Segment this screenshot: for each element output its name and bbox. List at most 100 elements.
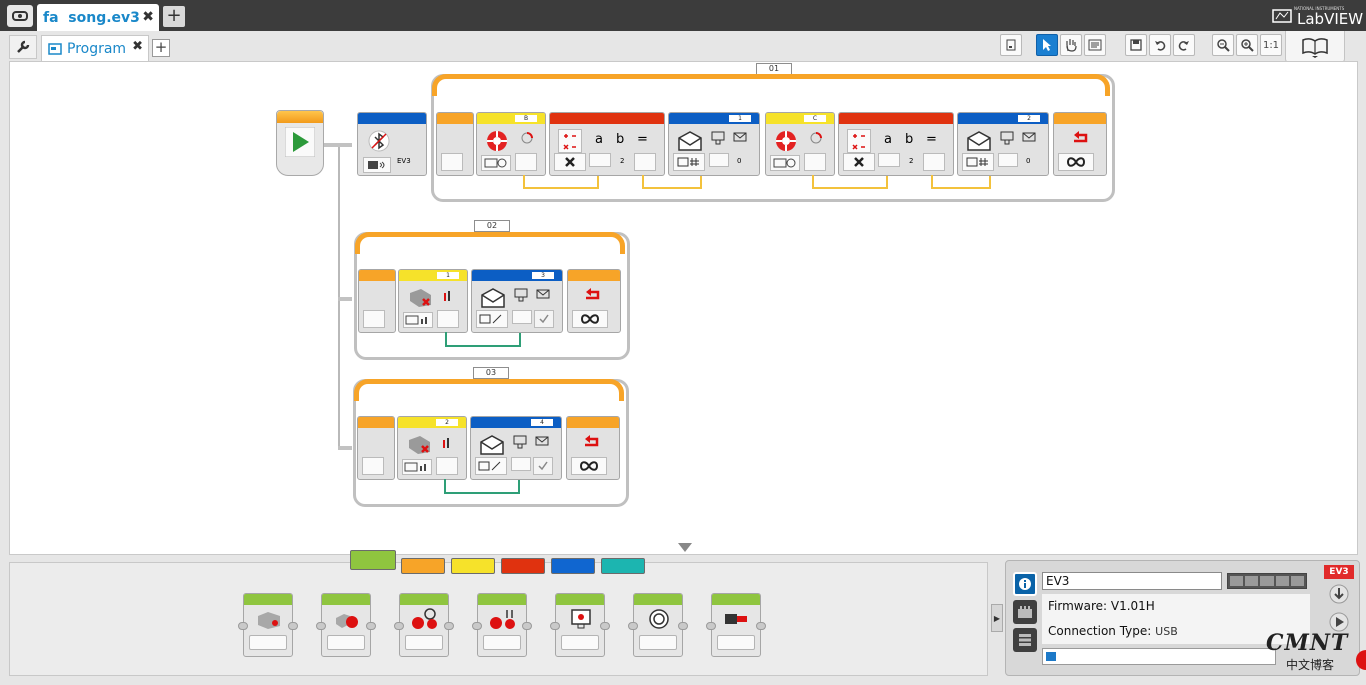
content-editor-button[interactable]	[1285, 31, 1345, 63]
redo-button[interactable]	[1173, 34, 1195, 56]
palette-tab-data[interactable]	[501, 558, 545, 574]
result-output[interactable]	[534, 310, 554, 328]
touch-sensor-block-1[interactable]: 1	[398, 269, 468, 333]
mode-selector[interactable]	[476, 310, 508, 328]
save-button[interactable]	[1125, 34, 1147, 56]
input-a[interactable]	[589, 153, 611, 167]
download-button[interactable]	[1324, 583, 1354, 605]
lobby-button[interactable]	[7, 5, 33, 27]
mode-selector[interactable]	[405, 635, 443, 650]
pan-tool-button[interactable]	[1060, 34, 1082, 56]
palette-block-sound[interactable]	[628, 593, 688, 657]
palette-tab-myblocks[interactable]	[601, 558, 645, 574]
input-value[interactable]	[511, 457, 531, 471]
output-plug[interactable]	[436, 457, 458, 475]
result-output[interactable]	[923, 153, 945, 171]
message-value[interactable]: 0	[737, 157, 742, 165]
mode-selector[interactable]	[571, 457, 607, 475]
result-output[interactable]	[634, 153, 656, 171]
palette-tab-action[interactable]	[350, 550, 396, 570]
collapse-palette-arrow-icon[interactable]	[678, 543, 692, 552]
download-and-run-button[interactable]	[1324, 611, 1354, 633]
close-program-icon[interactable]: ✖	[132, 39, 143, 54]
brick-name-input[interactable]: EV3	[1042, 572, 1222, 590]
close-project-icon[interactable]: ✖	[142, 9, 154, 25]
loop-end-03[interactable]	[566, 416, 620, 480]
run-selected-button[interactable]	[1356, 650, 1366, 670]
palette-block-move-tank[interactable]	[472, 593, 532, 657]
hardware-page-toggle[interactable]: ▶	[991, 604, 1003, 632]
mode-selector[interactable]	[770, 155, 800, 171]
mode-selector[interactable]	[561, 635, 599, 650]
palette-tab-advanced[interactable]	[551, 558, 595, 574]
available-bricks-tab[interactable]	[1013, 628, 1037, 652]
mode-selector[interactable]	[717, 635, 755, 650]
palette-block-display[interactable]	[550, 593, 610, 657]
loop-index-output[interactable]	[363, 310, 385, 328]
math-block-2[interactable]: a b = 2	[838, 112, 954, 176]
zoom-out-button[interactable]	[1212, 34, 1234, 56]
messaging-block-2[interactable]: 2 0	[957, 112, 1049, 176]
palette-tab-sensor[interactable]	[451, 558, 495, 574]
mode-selector[interactable]	[1058, 153, 1094, 171]
palette-block-large-motor[interactable]	[316, 593, 376, 657]
add-project-button[interactable]: +	[163, 6, 185, 27]
mode-selector[interactable]	[327, 635, 365, 650]
palette-block-move-steering[interactable]	[394, 593, 454, 657]
mode-selector[interactable]	[475, 457, 507, 475]
zoom-in-button[interactable]	[1236, 34, 1258, 56]
port-view-tab[interactable]	[1013, 600, 1037, 624]
project-properties-tab[interactable]	[9, 35, 37, 59]
messaging-block-1[interactable]: 1 0	[668, 112, 760, 176]
message-compare-block-2[interactable]: 4	[470, 416, 562, 480]
touch-sensor-block-2[interactable]: 2	[397, 416, 467, 480]
mode-selector[interactable]	[962, 153, 994, 171]
loop-label-03[interactable]: 03	[473, 367, 509, 379]
mode-selector[interactable]	[673, 153, 705, 171]
palette-block-medium-motor[interactable]	[238, 593, 298, 657]
loop-label-02[interactable]: 02	[474, 220, 510, 232]
brick-info-tab[interactable]	[1013, 572, 1037, 596]
program-tab[interactable]: Program ✖	[41, 35, 149, 61]
loop-index-output[interactable]	[441, 153, 463, 171]
receiver-input[interactable]	[998, 153, 1018, 167]
start-block[interactable]	[276, 110, 324, 176]
output-plug[interactable]	[515, 153, 537, 171]
project-tab[interactable]: fa song.ev3 ✖	[37, 4, 159, 31]
mode-selector[interactable]	[249, 635, 287, 650]
undo-button[interactable]	[1149, 34, 1171, 56]
motor-rotation-block-b[interactable]: B	[476, 112, 546, 176]
message-value[interactable]: 0	[1026, 157, 1031, 165]
input-b-value[interactable]: 2	[620, 157, 625, 165]
result-output[interactable]	[533, 457, 553, 475]
new-comment-button[interactable]	[1000, 34, 1022, 56]
comment-tool-button[interactable]	[1084, 34, 1106, 56]
mode-selector[interactable]	[572, 310, 608, 328]
message-compare-block-1[interactable]: 3	[471, 269, 563, 333]
output-plug[interactable]	[437, 310, 459, 328]
mode-selector[interactable]	[403, 312, 433, 328]
loop-end-01[interactable]	[1053, 112, 1107, 176]
mode-selector[interactable]	[843, 153, 875, 171]
palette-block-brick-status-light[interactable]	[706, 593, 766, 657]
mode-selector[interactable]	[483, 635, 521, 650]
mode-selector[interactable]	[402, 459, 432, 475]
input-value[interactable]	[512, 310, 532, 324]
math-block-1[interactable]: a b = 2	[549, 112, 665, 176]
palette-tab-flow[interactable]	[401, 558, 445, 574]
loop-end-02[interactable]	[567, 269, 621, 333]
add-program-button[interactable]: +	[152, 39, 170, 57]
select-tool-button[interactable]	[1036, 34, 1058, 56]
input-a[interactable]	[878, 153, 900, 167]
zoom-reset-button[interactable]: 1:1	[1260, 34, 1282, 56]
output-plug[interactable]	[804, 153, 826, 171]
bluetooth-block[interactable]: EV3	[357, 112, 427, 176]
receiver-input[interactable]	[709, 153, 729, 167]
mode-selector[interactable]	[481, 155, 511, 171]
mode-selector[interactable]	[639, 635, 677, 650]
mode-selector[interactable]	[554, 153, 586, 171]
motor-rotation-block-c[interactable]: C	[765, 112, 835, 176]
mode-selector[interactable]	[363, 157, 391, 173]
loop-index-output[interactable]	[362, 457, 384, 475]
input-b-value[interactable]: 2	[909, 157, 914, 165]
